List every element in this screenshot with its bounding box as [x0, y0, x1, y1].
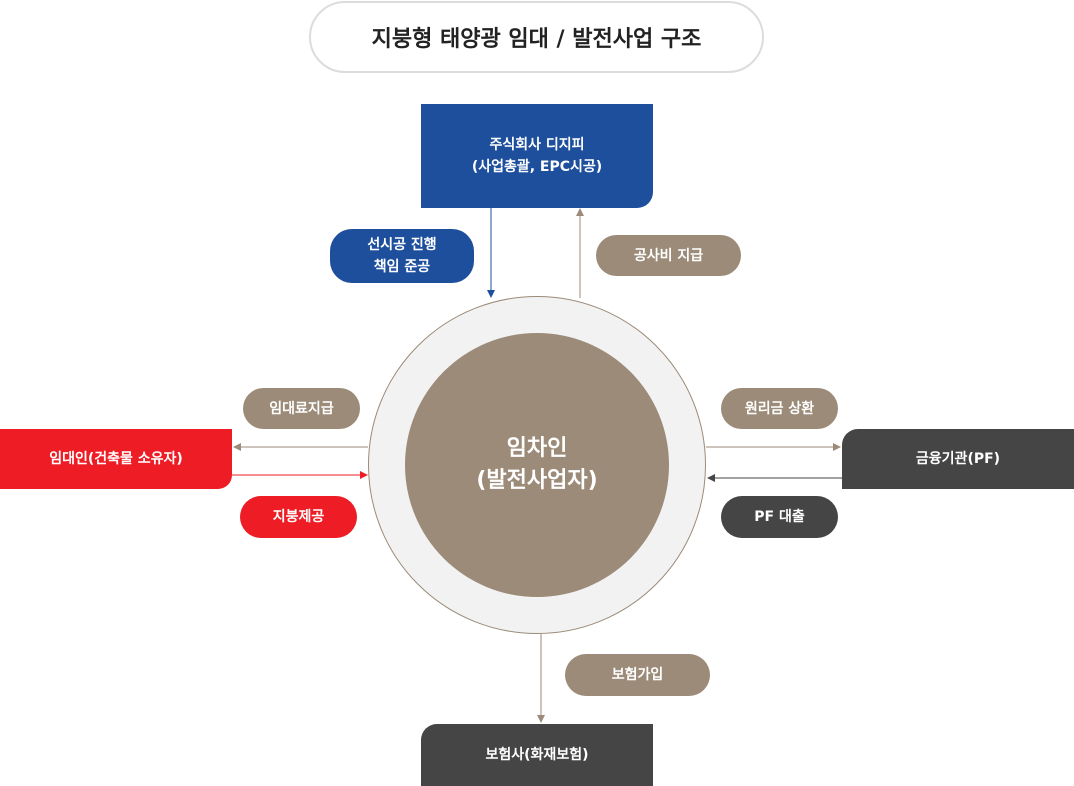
pill-pf-loan: PF 대출 [721, 496, 838, 538]
box-top-line1: 주식회사 디지피 [489, 137, 585, 153]
pill-rent-payment-label: 임대료지급 [269, 400, 334, 417]
pill-construction-payment-label: 공사비 지급 [633, 247, 704, 264]
center-line2: (발전사업자) [476, 468, 598, 493]
box-financial-institution: 금융기관(PF) [842, 429, 1074, 489]
pill-roof-provision: 지붕제공 [240, 496, 357, 538]
box-insurer: 보험사(화재보험) [421, 724, 653, 786]
box-epc-contractor: 주식회사 디지피 (사업총괄, EPC시공) [421, 104, 653, 208]
title-text: 지붕형 태양광 임대 / 발전사업 구조 [371, 27, 702, 52]
pill-pre-construction: 선시공 진행 책임 준공 [330, 229, 474, 283]
box-bottom-label: 보험사(화재보험) [485, 747, 589, 763]
box-left-label: 임대인(건축물 소유자) [49, 451, 183, 467]
pill-construction-payment: 공사비 지급 [596, 235, 741, 276]
diagram-title: 지붕형 태양광 임대 / 발전사업 구조 [309, 1, 764, 73]
box-lessor: 임대인(건축물 소유자) [0, 429, 232, 489]
box-top-line2: (사업총괄, EPC시공) [471, 159, 603, 175]
center-line1: 임차인 [506, 436, 568, 461]
pill-pre-construction-line1: 선시공 진행 [367, 237, 437, 253]
pill-repayment-label: 원리금 상환 [744, 400, 815, 417]
pill-insurance-enrollment-label: 보험가입 [611, 667, 664, 683]
pill-roof-provision-label: 지붕제공 [272, 509, 325, 525]
pill-pf-loan-label: PF 대출 [754, 509, 805, 525]
box-right-label: 금융기관(PF) [915, 451, 1001, 467]
pill-repayment: 원리금 상환 [721, 388, 838, 429]
pill-insurance-enrollment: 보험가입 [565, 654, 710, 696]
center-lessee-circle: 임차인 (발전사업자) [405, 333, 669, 597]
pill-rent-payment: 임대료지급 [243, 388, 360, 429]
pill-pre-construction-line2: 책임 준공 [373, 259, 431, 275]
